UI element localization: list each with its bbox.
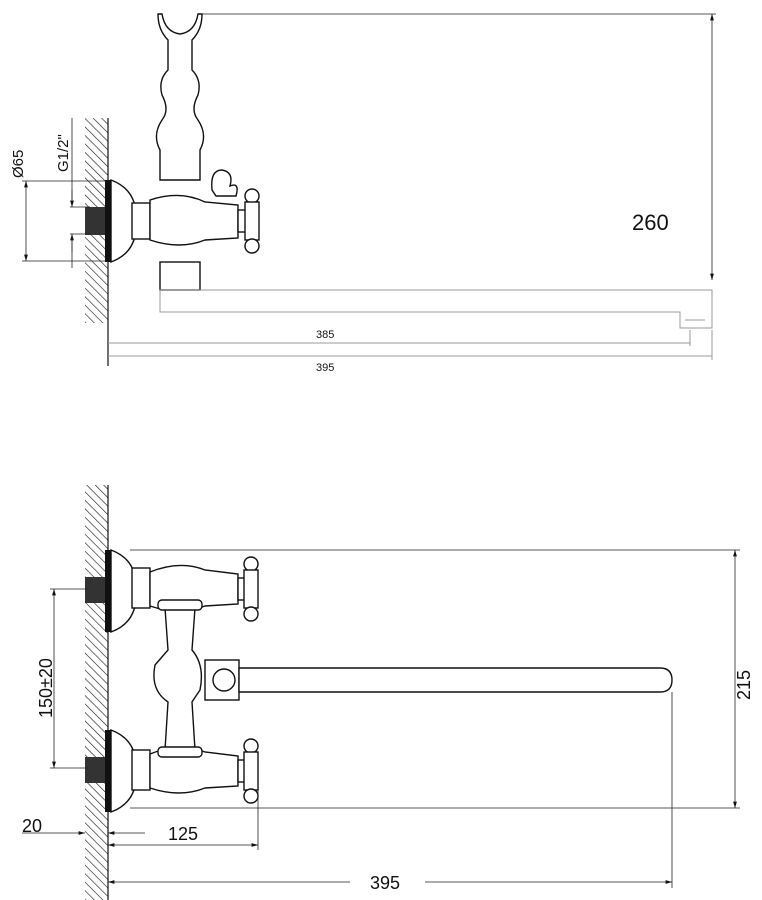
top-view: 260 385 395 Ø65 G1/2" [10, 13, 716, 374]
dim-height-260: 260 [632, 210, 669, 235]
upper-cross-handle [237, 556, 259, 622]
shower-holder [155, 13, 205, 181]
dim-height-215: 215 [734, 670, 754, 700]
diverter-body [153, 607, 203, 751]
dim-thread-g12: G1/2" [55, 134, 72, 172]
front-view: 215 150±20 20 125 395 [22, 485, 754, 900]
dim-center-distance-150: 150±20 [36, 658, 56, 718]
wall-hatch [85, 485, 108, 900]
dim-diameter-65: Ø65 [10, 150, 27, 178]
dim-spout-reach-385: 385 [316, 329, 334, 341]
lower-cross-handle [237, 738, 259, 804]
spout [159, 289, 713, 329]
handle-knob-lever [211, 169, 238, 197]
thread-connector [85, 207, 105, 235]
dim-total-length-395-top: 395 [316, 362, 334, 374]
hex-nut [131, 202, 151, 240]
cross-handle [237, 188, 260, 254]
flange-plate [105, 180, 111, 262]
spout [238, 667, 673, 693]
lower-thread [85, 757, 105, 783]
dim-total-length-395-front: 395 [370, 873, 400, 893]
valve-body [149, 194, 239, 246]
dim-wall-offset-20: 20 [22, 816, 42, 836]
dim-handle-depth-125: 125 [168, 824, 198, 844]
spout-base [159, 261, 201, 291]
upper-thread [85, 577, 105, 603]
